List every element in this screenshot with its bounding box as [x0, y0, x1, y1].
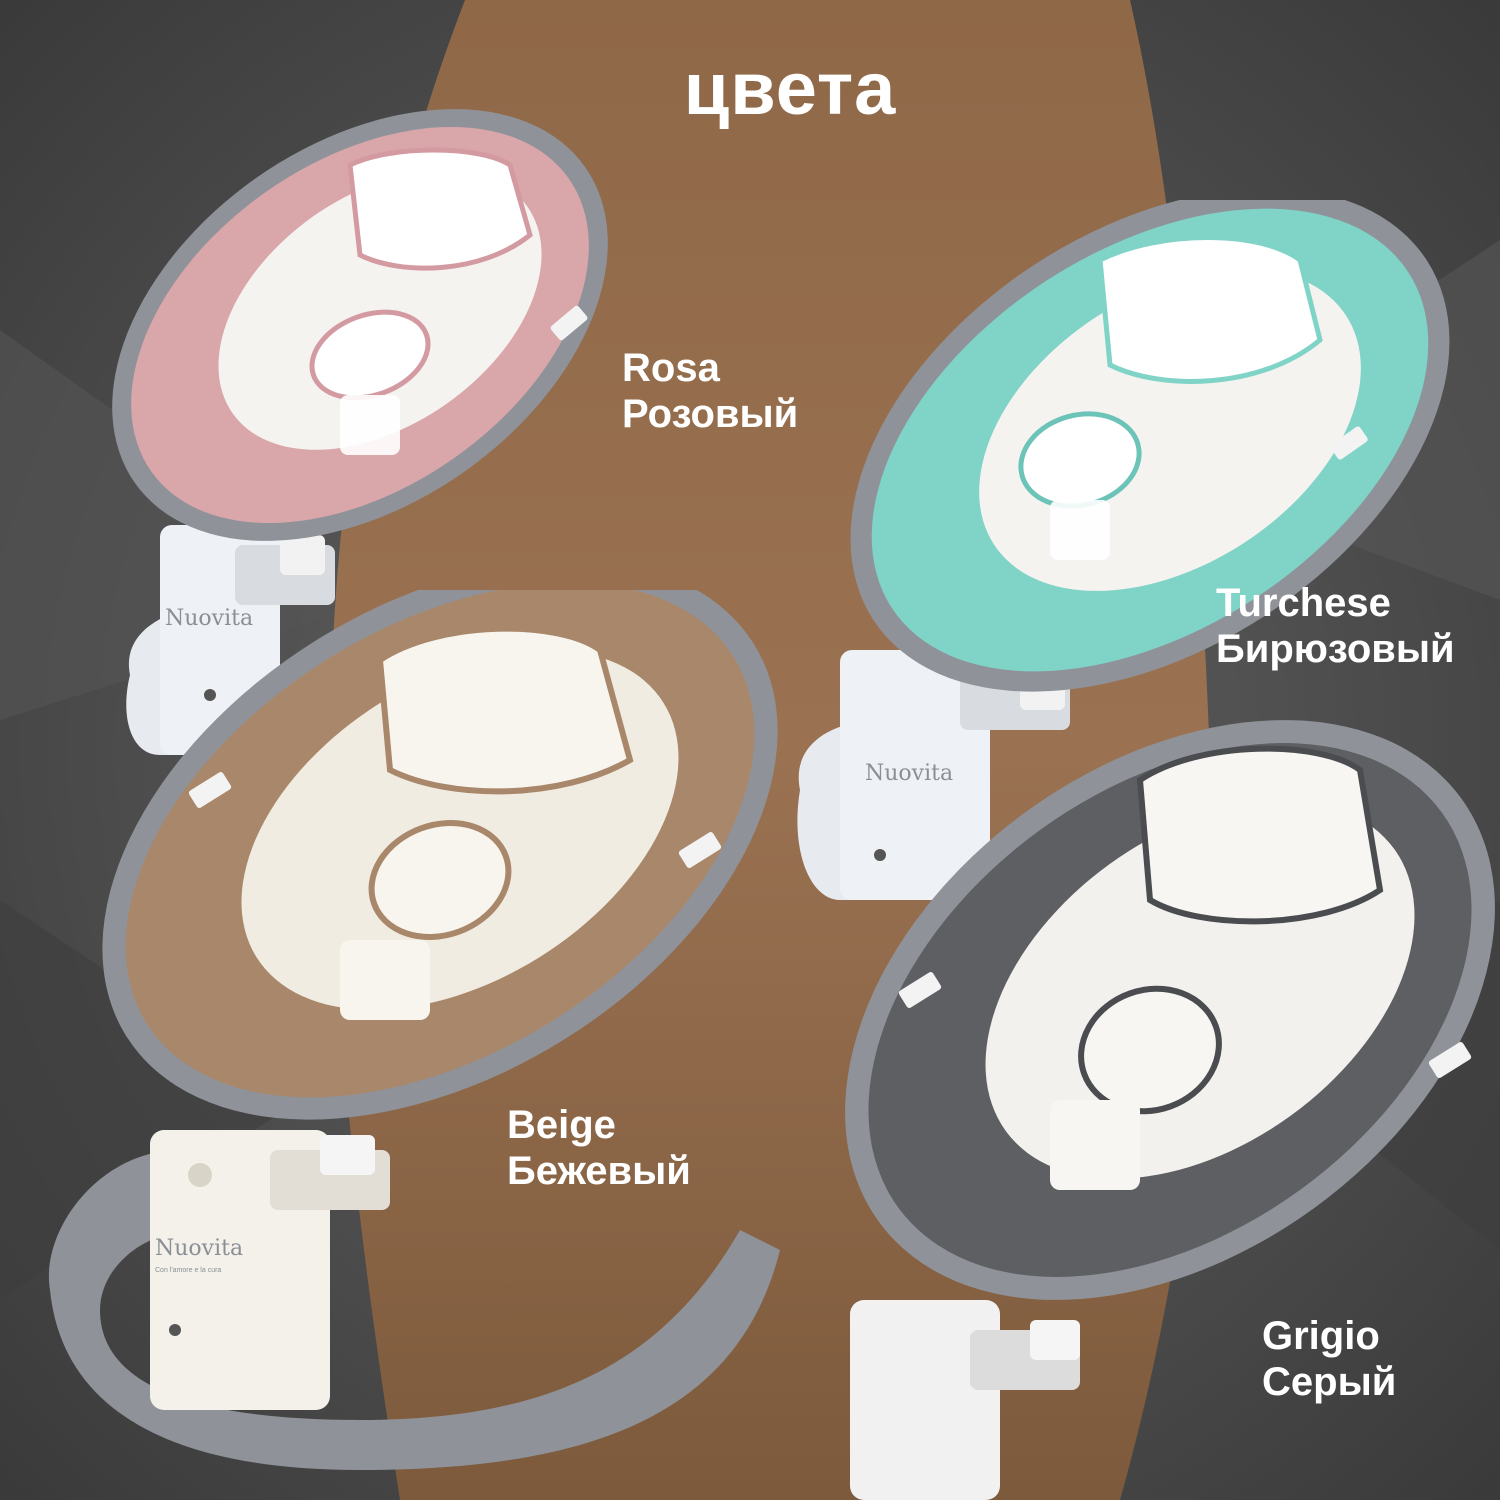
swing-turchese: Nuovita [797, 200, 1450, 900]
brand-tagline-beige: Con l'amore e la cura [155, 1267, 221, 1274]
brand-logo-turchese: Nuovita [865, 761, 953, 786]
color-name-ru: Серый [1262, 1360, 1397, 1404]
color-name-ru: Розовый [622, 392, 799, 436]
color-name-it: Rosa [622, 346, 720, 390]
color-name-it: Turchese [1216, 581, 1391, 625]
color-name-ru: Бежевый [507, 1149, 691, 1193]
color-label-grigio: Grigio Серый [1262, 1313, 1396, 1405]
color-name-ru: Бирюзовый [1216, 627, 1455, 671]
color-name-it: Grigio [1262, 1314, 1380, 1358]
color-label-rosa: Rosa Розовый [622, 345, 798, 437]
color-label-turchese: Turchese Бирюзовый [1216, 580, 1455, 672]
brand-logo-beige: Nuovita [155, 1236, 243, 1261]
color-name-it: Beige [507, 1103, 616, 1147]
page-title: цвета [683, 47, 897, 130]
swing-grigio [845, 720, 1495, 1500]
swing-beige: Nuovita Con l'amore e la cura [48, 590, 781, 1470]
color-label-beige: Beige Бежевый [507, 1102, 691, 1194]
brand-logo-rosa: Nuovita [165, 606, 253, 631]
